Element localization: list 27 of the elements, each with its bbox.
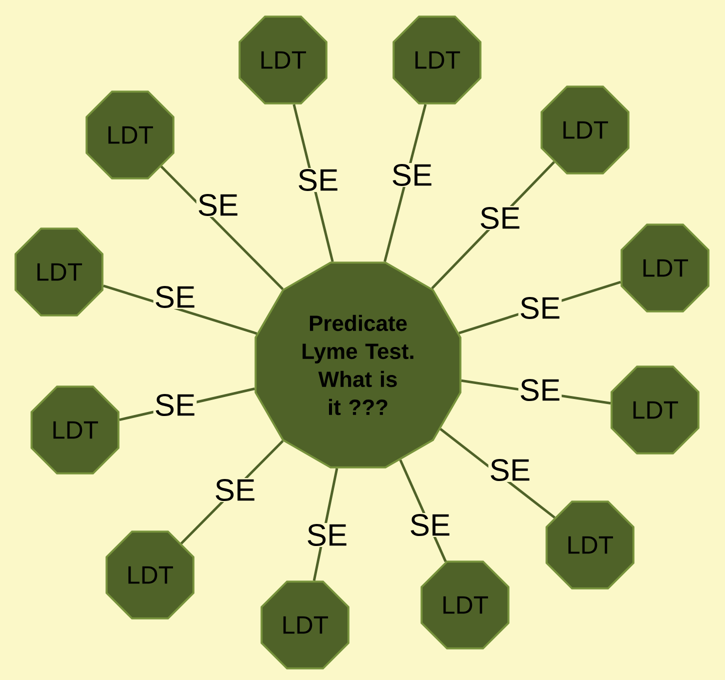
edge-label: SE — [153, 285, 197, 309]
edge-label: SE — [213, 478, 257, 502]
edge-label: SE — [296, 168, 340, 192]
octagon-node: LDT — [30, 386, 120, 474]
center-dodecagon: Predicate Lyme Test. What is it ??? — [254, 262, 462, 468]
octagon-node: LDT — [610, 366, 700, 454]
edge-label: SE — [196, 193, 240, 217]
octagon-node: LDT — [238, 16, 328, 104]
octagon-node: LDT — [260, 580, 350, 670]
edge-label: SE — [153, 393, 197, 417]
octagon-node: LDT — [14, 228, 104, 316]
connector-line — [160, 166, 284, 290]
octagon-node: LDT — [540, 86, 630, 174]
edge-label: SE — [390, 163, 434, 187]
edge-label: SE — [305, 523, 349, 547]
octagon-node: LDT — [420, 560, 510, 650]
octagon-node: LDT — [546, 500, 634, 590]
edge-label: SE — [488, 458, 532, 482]
edge-label: SE — [408, 513, 452, 537]
edge-label: SE — [478, 206, 522, 230]
edge-label: SE — [518, 378, 562, 402]
octagon-node: LDT — [86, 90, 174, 180]
octagon-node: LDT — [392, 16, 482, 104]
edge-label: SE — [518, 296, 562, 320]
connector-line — [103, 284, 258, 335]
octagon-node: LDT — [106, 530, 194, 620]
octagon-node: LDT — [620, 224, 710, 312]
